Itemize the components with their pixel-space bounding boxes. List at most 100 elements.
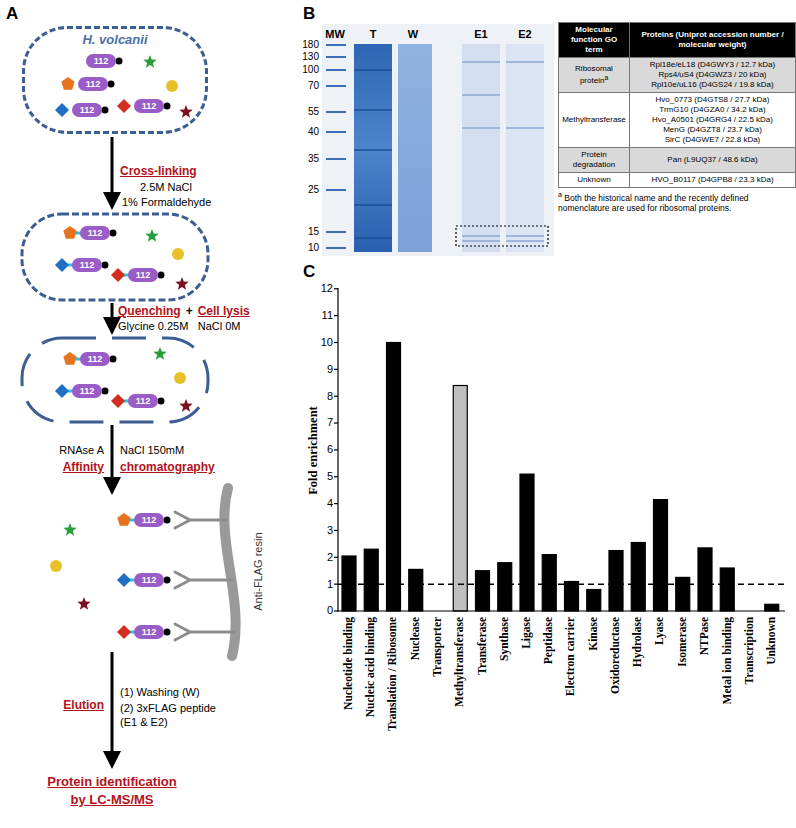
line-shape — [506, 127, 544, 129]
line-shape — [326, 44, 346, 46]
cell-text: Molecular function GO term — [571, 25, 617, 54]
use-shape — [111, 268, 125, 282]
step-label: Quenching — [118, 304, 181, 318]
table-row: Ribosomal proteinaRpl18e/eL18 (D4GWY3 / … — [559, 58, 796, 93]
category-label: Kinase — [587, 617, 601, 651]
circle-shape — [116, 58, 123, 65]
cell-text: Hvo_0773 (D4GTS8 / 27.7 kDa) — [633, 95, 792, 105]
crosslinks — [66, 233, 137, 632]
use-shape — [111, 394, 125, 408]
rect-shape — [720, 568, 734, 611]
use-shape — [55, 258, 69, 272]
step-label: Affinity — [63, 460, 104, 474]
category-label: Nucleic acid binding — [364, 617, 378, 717]
category-label: Transcription — [743, 617, 757, 685]
marker-weight: 35 — [308, 153, 319, 165]
rect-shape — [453, 386, 467, 612]
line-shape — [354, 237, 392, 239]
table-cell: Molecular function GO term — [559, 23, 630, 58]
marker-weight: 100 — [302, 64, 319, 76]
flag-tags — [102, 58, 171, 636]
condition-label: NaCl 0M — [198, 320, 241, 333]
protein-name: 112 — [72, 258, 102, 272]
marker-weight: 15 — [308, 226, 319, 238]
cell-text: MenG (D4GZT8 / 23.7 kDa) — [633, 125, 792, 135]
rect-shape — [398, 44, 432, 252]
axis-tick-label: 7 — [327, 416, 333, 429]
table-cell: Ribosomal proteina — [559, 58, 630, 93]
use-shape — [117, 99, 131, 113]
rect-shape — [631, 543, 645, 612]
use-shape — [63, 352, 76, 365]
step-label: Elution — [63, 698, 104, 712]
step-label: by LC-MS/MS — [70, 792, 153, 808]
protein-pill: 112 — [128, 268, 158, 282]
category-label: Hydrolase — [631, 617, 645, 667]
axis-tick-label: 11 — [322, 309, 333, 322]
category-label: Isomerase — [676, 617, 690, 667]
category-label: Metal ion binding — [720, 617, 734, 705]
line-shape — [462, 127, 500, 129]
line-shape — [506, 235, 544, 237]
condition-label: NaCl 150mM — [120, 444, 184, 457]
line-shape — [111, 137, 114, 204]
plus-sign: + — [186, 304, 193, 318]
panel-letter: B — [303, 4, 315, 24]
line-shape — [326, 85, 346, 87]
g-shape — [462, 62, 544, 241]
gel-image — [322, 24, 554, 256]
g-shape — [342, 343, 779, 612]
circle-shape — [164, 103, 171, 110]
table-footnote: a Both the historical name and the recen… — [558, 191, 796, 214]
table-cell: Pan (L9UQ37 / 48.6 kDa) — [630, 148, 796, 173]
line-shape — [326, 189, 346, 191]
rect-shape — [676, 577, 690, 611]
use-shape — [63, 226, 76, 239]
step-label: chromatography — [120, 460, 215, 474]
category-label: Nucleotide binding — [342, 617, 356, 710]
g-shape — [334, 288, 785, 612]
cell-text: Pan (L9UQ37 / 48.6 kDa) — [633, 155, 792, 165]
line-shape — [111, 652, 114, 763]
category-label: Electron carrier — [565, 617, 579, 696]
table-panel: Molecular function GO termProteins (Unip… — [558, 22, 796, 214]
protein-name: 112 — [80, 226, 110, 240]
use-shape — [117, 625, 131, 639]
protein-name: 112 — [80, 352, 110, 366]
line-shape — [338, 583, 785, 585]
line-shape — [111, 425, 114, 489]
category-label: Unknown — [765, 617, 779, 665]
line-shape — [334, 557, 338, 558]
protein-pill: 112 — [72, 103, 102, 117]
lane-label: T — [370, 28, 377, 41]
step-label: Cell lysis — [198, 304, 250, 318]
line-shape — [354, 204, 392, 206]
cell-text: TrmG10 (D4GZA0 / 34.2 kDa) — [633, 105, 792, 115]
category-label: NTPase — [698, 617, 712, 655]
path-shape — [175, 572, 232, 588]
line-shape — [334, 503, 338, 504]
protein-pill: 112 — [134, 99, 164, 113]
g-shape — [354, 70, 392, 238]
marker-weight: 180 — [302, 39, 319, 51]
marker-weight: 25 — [308, 184, 319, 196]
circle-shape — [102, 107, 109, 114]
condition-label: 1% Formaldehyde — [122, 196, 211, 209]
category-label: Oxidoreductase — [609, 617, 623, 694]
partner-proteins — [50, 55, 193, 639]
protein-name: 112 — [72, 384, 102, 398]
axis-tick-label: 1 — [327, 578, 333, 591]
rect-shape — [364, 549, 378, 611]
rect-shape — [698, 548, 712, 611]
protein-name: 112 — [134, 99, 164, 113]
cell-text: Rps4/uS4 (D4GWZ3 / 20 kDa) — [633, 70, 792, 80]
rect-shape — [476, 571, 490, 611]
category-label: Synthase — [498, 617, 512, 661]
line-shape — [462, 235, 500, 237]
protein-pill: 112 — [80, 352, 110, 366]
line-shape — [506, 61, 544, 63]
protein-pill: 112 — [134, 625, 164, 639]
use-shape — [145, 229, 158, 242]
category-label: Ligase — [520, 617, 534, 649]
line-shape — [354, 69, 392, 71]
